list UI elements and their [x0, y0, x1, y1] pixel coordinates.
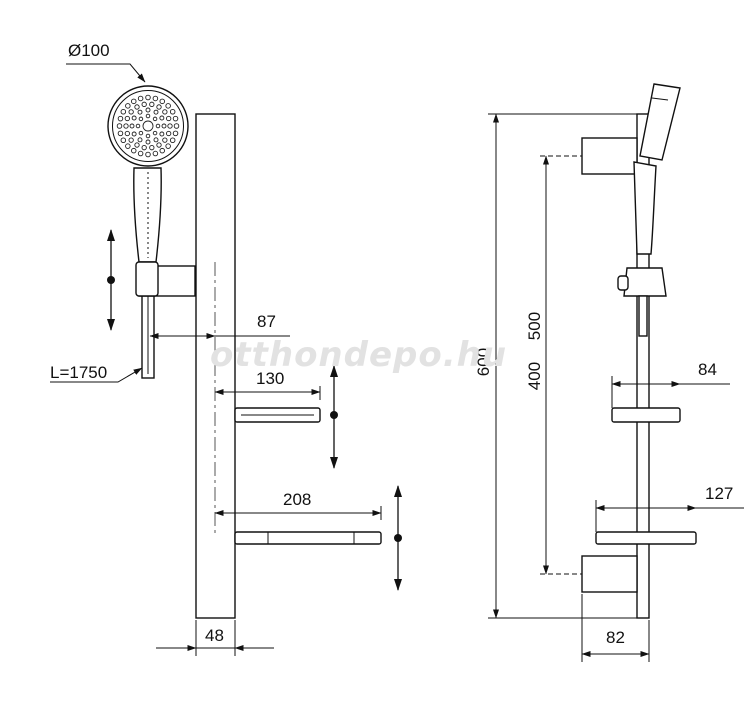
- nozzle: [159, 115, 165, 121]
- nozzle: [141, 145, 147, 151]
- side-holder: [623, 267, 667, 297]
- shelf-large: [234, 531, 382, 545]
- nozzle: [145, 113, 151, 119]
- side-view: 600 500 400 84 127 82: [474, 83, 744, 662]
- nozzle: [172, 130, 179, 137]
- nozzle: [155, 123, 161, 129]
- nozzle: [149, 101, 155, 107]
- nozzle: [137, 150, 144, 157]
- dim-range-400: 400: [525, 362, 544, 390]
- dim-head-diameter: Ø100: [68, 41, 110, 60]
- dim-bracket-82: 82: [606, 628, 625, 647]
- watermark: otthondepo.hu: [210, 335, 507, 375]
- nozzle: [145, 139, 151, 145]
- nozzle: [125, 103, 131, 109]
- nozzle: [156, 142, 162, 148]
- nozzle: [167, 123, 173, 129]
- dim-shelf-208: 208: [283, 490, 311, 509]
- nozzle: [153, 137, 159, 143]
- nozzle: [131, 115, 137, 121]
- nozzle: [162, 137, 168, 143]
- nozzle: [135, 123, 141, 129]
- nozzle: [134, 142, 140, 148]
- dim-range-500: 500: [525, 312, 544, 340]
- nozzle: [138, 116, 144, 122]
- dim-total-height: 600: [474, 348, 493, 376]
- nozzle: [125, 143, 131, 149]
- side-shower-handle: [633, 161, 657, 255]
- nozzle: [137, 137, 143, 143]
- nozzle: [145, 133, 151, 139]
- nozzle: [120, 108, 127, 115]
- nozzle: [152, 116, 158, 122]
- shower-head: [107, 85, 189, 167]
- nozzle: [116, 123, 123, 129]
- side-bracket-bottom: [581, 555, 638, 593]
- side-shower-head: [639, 83, 681, 161]
- nozzle: [130, 147, 137, 154]
- nozzle: [165, 143, 171, 149]
- nozzle: [161, 123, 167, 129]
- dim-offset-87: 87: [257, 312, 276, 331]
- nozzle: [165, 103, 171, 109]
- nozzle: [166, 130, 172, 137]
- nozzle: [138, 130, 144, 136]
- nozzle: [169, 137, 176, 143]
- nozzle: [156, 104, 162, 110]
- nozzle: [124, 130, 130, 137]
- nozzle: [159, 131, 165, 137]
- nozzle: [145, 94, 151, 101]
- nozzle: [162, 109, 168, 115]
- front-view: Ø100 L=1750 87 130 208: [50, 41, 402, 656]
- nozzle: [159, 147, 165, 154]
- dim-hose-length: L=1750: [50, 363, 107, 382]
- dim-shelf-84: 84: [698, 360, 717, 379]
- nozzle: [169, 108, 176, 115]
- dim-bar-width: 48: [205, 626, 224, 645]
- nozzle: [141, 101, 147, 107]
- side-shelf-small: [611, 407, 681, 423]
- nozzle: [137, 109, 143, 115]
- nozzle: [130, 98, 137, 105]
- dim-shelf-127: 127: [705, 484, 733, 503]
- nozzle: [172, 115, 179, 122]
- nozzle: [145, 151, 151, 158]
- side-shelf-large: [595, 531, 697, 545]
- nozzle: [117, 115, 124, 122]
- nozzle: [134, 104, 140, 110]
- nozzle: [131, 131, 137, 137]
- dim-shelf-130: 130: [256, 369, 284, 388]
- nozzle: [152, 130, 158, 136]
- nozzle: [117, 130, 124, 137]
- shower-head-nozzles: [116, 94, 180, 158]
- nozzle: [124, 115, 130, 122]
- nozzle: [128, 137, 134, 143]
- nozzle: [120, 137, 127, 143]
- side-bracket-top: [581, 137, 638, 175]
- nozzle: [173, 123, 180, 129]
- nozzle: [128, 109, 134, 115]
- wall-bar: [195, 113, 236, 619]
- nozzle: [123, 123, 129, 129]
- nozzle: [129, 123, 135, 129]
- nozzle: [166, 115, 172, 122]
- nozzle: [153, 109, 159, 115]
- nozzle: [145, 107, 151, 113]
- nozzle: [137, 95, 144, 102]
- nozzle: [152, 95, 159, 102]
- nozzle: [159, 98, 165, 105]
- nozzle: [152, 150, 159, 157]
- nozzle: [149, 145, 155, 151]
